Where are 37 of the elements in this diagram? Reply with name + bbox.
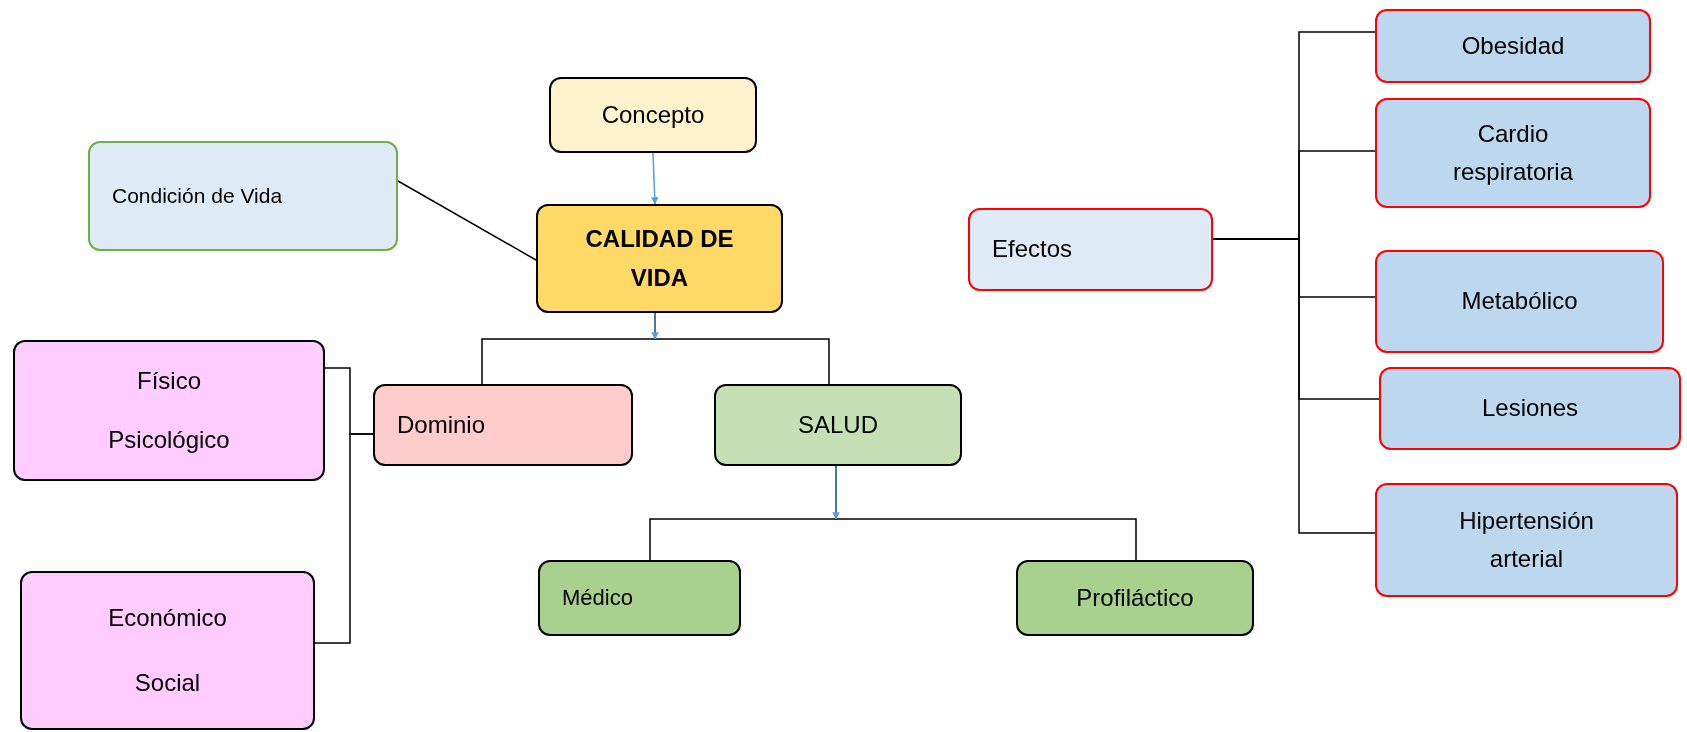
node-label: Obesidad	[1461, 30, 1565, 61]
arrow	[651, 152, 659, 205]
concept-box	[968, 208, 1213, 291]
node-label: Lesiones	[1481, 393, 1579, 424]
concept-box	[536, 204, 783, 313]
connector-line	[314, 433, 374, 644]
connector-line	[397, 180, 537, 261]
node-label: Condición de Vida	[112, 183, 283, 210]
arrow	[832, 465, 840, 520]
node-label: Médico	[562, 584, 633, 613]
node-label: Hipertensión arterial	[1458, 505, 1595, 574]
node-label: Psicológico	[108, 424, 230, 455]
node-label: Económico	[108, 603, 227, 634]
concept-box	[20, 571, 315, 730]
concept-box	[549, 77, 757, 153]
concept-box	[714, 384, 962, 466]
node-label: Social	[134, 667, 201, 698]
node-label: Cardio respiratoria	[1451, 118, 1574, 187]
concept-box	[88, 141, 398, 251]
node-label: Efectos	[992, 234, 1073, 265]
concept-box	[373, 384, 633, 466]
concept-box	[1375, 250, 1664, 353]
node-label: Concepto	[601, 99, 705, 130]
node-label: Profiláctico	[1076, 582, 1194, 613]
concept-box	[1379, 367, 1681, 450]
concept-box	[538, 560, 741, 636]
arrow	[651, 312, 659, 340]
concept-box	[1375, 98, 1651, 208]
node-label: Físico	[137, 366, 201, 397]
concept-box	[1375, 9, 1651, 83]
concept-box	[1375, 483, 1678, 597]
concept-box	[1016, 560, 1254, 636]
node-label: SALUD	[798, 409, 878, 440]
node-label: CALIDAD DE VIDA	[584, 224, 735, 293]
node-label: Dominio	[397, 409, 486, 440]
node-label: Metabólico	[1461, 286, 1578, 317]
concept-box	[13, 340, 325, 481]
